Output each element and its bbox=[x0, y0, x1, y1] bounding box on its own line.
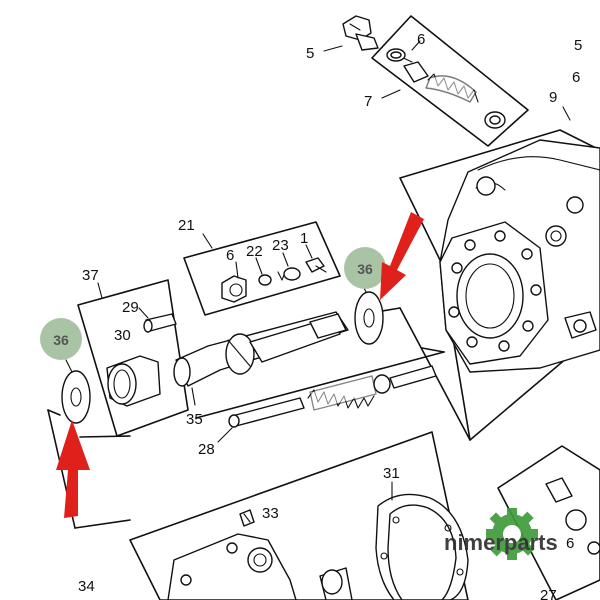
group-7-valve-kit bbox=[342, 15, 529, 147]
label-part-35: 35 bbox=[186, 411, 203, 428]
label-part-6-right: 6 bbox=[572, 69, 580, 86]
label-part-37: 37 bbox=[82, 267, 99, 284]
watermark-brand-text: nimerparts bbox=[444, 530, 558, 555]
rod-28 bbox=[228, 365, 437, 428]
label-part-6-bottom: 6 bbox=[566, 535, 574, 552]
label-part-1: 1 bbox=[300, 230, 308, 247]
label-part-28: 28 bbox=[198, 441, 215, 458]
shaft-35 bbox=[173, 311, 349, 387]
group-21-kit bbox=[183, 221, 341, 316]
callout-36-right-label: 36 bbox=[357, 261, 373, 277]
watermark-logo: nimerparts bbox=[444, 508, 558, 560]
highlight-36-right: 36 bbox=[344, 247, 386, 289]
label-part-5-right: 5 bbox=[574, 37, 582, 54]
highlight-36-left: 36 bbox=[40, 318, 82, 360]
label-part-22: 22 bbox=[246, 243, 263, 260]
label-part-27: 27 bbox=[540, 587, 557, 600]
part-labels: 5 6 7 5 6 9 21 6 22 23 1 37 29 30 35 28 … bbox=[78, 31, 582, 600]
washer-36-left bbox=[61, 370, 91, 424]
label-part-6-top: 6 bbox=[417, 31, 425, 48]
label-part-30: 30 bbox=[114, 327, 131, 344]
label-part-33: 33 bbox=[262, 505, 279, 522]
red-arrow-left bbox=[56, 420, 90, 518]
group-34-housing bbox=[129, 431, 469, 600]
group-37-kit bbox=[77, 279, 189, 437]
leader-lines bbox=[65, 40, 571, 501]
label-part-34: 34 bbox=[78, 578, 95, 595]
washer-36-right bbox=[354, 291, 384, 345]
label-part-5-top: 5 bbox=[306, 45, 314, 62]
label-part-23: 23 bbox=[272, 237, 289, 254]
callout-36-left-label: 36 bbox=[53, 332, 69, 348]
label-part-21: 21 bbox=[178, 217, 195, 234]
gasket-31 bbox=[375, 493, 469, 600]
label-part-29: 29 bbox=[122, 299, 139, 316]
label-part-6-group21: 6 bbox=[226, 247, 234, 264]
label-part-9: 9 bbox=[549, 89, 557, 106]
label-part-7: 7 bbox=[364, 93, 372, 110]
label-part-31: 31 bbox=[383, 465, 400, 482]
group-27-kit bbox=[497, 445, 600, 600]
housing-9 bbox=[399, 129, 600, 441]
plug-part bbox=[342, 15, 379, 51]
red-arrow-right bbox=[380, 212, 424, 300]
